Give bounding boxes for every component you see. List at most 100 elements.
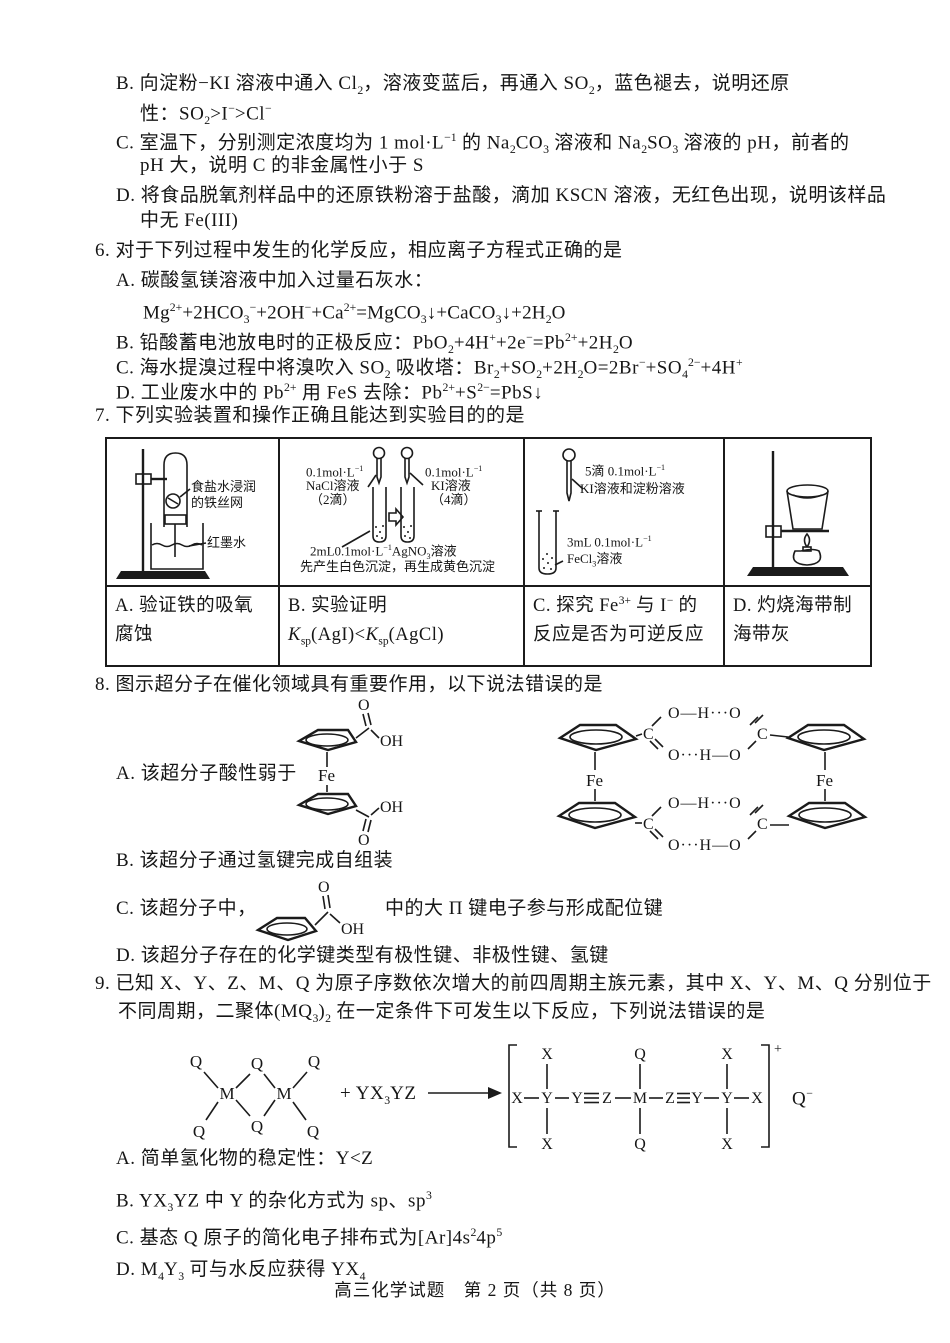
q7-a-label-redink: 红墨水 [207, 535, 247, 550]
q9-option-d: D. M4Y3 可与水反应获得 YX4 [116, 1259, 366, 1283]
q7-caption-b-line1: B. 实验证明 [288, 596, 388, 616]
q8-option-b: B. 该超分子通过氢键完成自组装 [116, 850, 394, 871]
q9-anion: Q− [792, 1087, 813, 1110]
q7-a-label-ironmesh: 的铁丝网 [191, 495, 244, 510]
q7-caption-a: A. 验证铁的吸氧腐蚀 [107, 585, 278, 665]
atom-oh: OH [341, 921, 365, 938]
q7-caption-b: B. 实验证明 Ksp(AgI)<Ksp(AgCl) [278, 585, 523, 665]
q7-a-label-saltwater: 食盐水浸润 [191, 479, 257, 494]
q5-option-c-line2: pH 大，说明 C 的非金属性小于 S [140, 155, 424, 176]
q7-c-label-fecl3: FeCl3溶液 [567, 551, 623, 569]
atom-q: Q [307, 1122, 319, 1141]
atom-x: X [541, 1136, 553, 1153]
q9-option-c: C. 基态 Q 原子的简化电子排布式为[Ar]4s24p5 [116, 1226, 503, 1249]
q7-b-label-conc-left: 0.1mol·L−1 [306, 464, 364, 480]
tube-liquid-dots [542, 553, 553, 570]
q7-b-label-result: 先产生白色沉淀，再生成黄色沉淀 [300, 559, 496, 574]
atom-fe: Fe [586, 771, 603, 790]
atom-m: M [276, 1084, 291, 1103]
q7-b-label-ki: KI溶液 [431, 478, 471, 493]
q7-cell-c-picture: 5滴 0.1mol·L−1 KI溶液和淀粉溶液 3mL 0.1mol·L−1 F… [523, 439, 723, 585]
q9-option-b: B. YX3YZ 中 Y 的杂化方式为 sp、sp3 [116, 1189, 432, 1215]
atom-q: Q [251, 1117, 263, 1136]
q5-option-d-line1: D. 将食品脱氧剂样品中的还原铁粉溶于盐酸，滴加 KSCN 溶液，无红色出现，说… [116, 185, 887, 206]
atom-m: M [633, 1090, 647, 1107]
atom-fe: Fe [318, 766, 335, 785]
reaction-arrow [428, 1087, 502, 1099]
q7-cell-b-picture: 0.1mol·L−1 NaCl溶液 （2滴） 0.1mol·L−1 KI溶液 （… [278, 439, 523, 585]
atom-x: X [541, 1046, 553, 1063]
q9-option-a: A. 简单氢化物的稳定性：Y<Z [116, 1148, 374, 1169]
atom-q: Q [634, 1136, 646, 1153]
atom-x: X [721, 1046, 733, 1063]
q7-b-label-conc-right: 0.1mol·L−1 [425, 464, 483, 480]
hbond-o-ho: O···H—O [668, 837, 742, 854]
q8-option-c-post: 中的大 Π 键电子参与形成配位键 [385, 898, 664, 919]
hollow-arrow-icon [388, 506, 405, 528]
q8-option-a: A. 该超分子酸性弱于 [116, 763, 297, 784]
atom-oh: OH [380, 799, 404, 816]
apparatus-crucible-burner-diagram [747, 451, 849, 576]
atom-c: C [757, 726, 768, 743]
atom-q: Q [308, 1052, 320, 1071]
q5-option-b-line2: 性：SO2>I−>Cl− [140, 102, 272, 128]
q7-c-label-ki-starch: KI溶液和淀粉溶液 [580, 481, 685, 496]
apparatus-iron-corrosion-diagram [116, 449, 210, 579]
hbond-oh-o: O—H···O [668, 795, 742, 812]
product-complex-structure: + X Y Y Z M Z Y Y X X X Q Q X X [508, 1042, 782, 1153]
q7-b-label-2drops: （2滴） [310, 492, 356, 507]
atom-c: C [757, 816, 768, 833]
hbond-oh-o: O—H···O [668, 705, 742, 722]
atom-c: C [643, 726, 654, 743]
atom-o: O [318, 879, 330, 896]
atom-x: X [751, 1090, 763, 1107]
q6-option-c: C. 海水提溴过程中将溴吹入 SO2 吸收塔：Br2+SO2+2H2O=2Br−… [116, 356, 743, 382]
atom-x: X [511, 1090, 523, 1107]
q7-caption-c: C. 探究 Fe3+ 与 I− 的反应是否为可逆反应 [523, 585, 723, 665]
page-footer: 高三化学试题 第 2 页（共 8 页） [334, 1280, 616, 1300]
q7-caption-d: D. 灼烧海带制海带灰 [723, 585, 870, 665]
q7-b-label-nacl: NaCl溶液 [306, 478, 360, 493]
atom-q: Q [634, 1046, 646, 1063]
atom-y: Y [721, 1090, 733, 1107]
atom-o: O [358, 697, 370, 714]
q6-title: 6. 对于下列过程中发生的化学反应，相应离子方程式正确的是 [95, 240, 623, 261]
atom-q: Q [193, 1122, 205, 1141]
q7-title: 7. 下列实验装置和操作正确且能达到实验目的的是 [95, 405, 526, 426]
q8-option-d: D. 该超分子存在的化学键类型有极性键、非极性键、氢键 [116, 945, 609, 966]
q9-title-line2: 不同周期，二聚体(MQ3)2 在一定条件下可发生以下反应，下列说法错误的是 [118, 1001, 766, 1025]
q7-caption-b-line2: Ksp(AgI)<Ksp(AgCl) [288, 624, 445, 648]
q5-option-d-line2: 中无 Fe(III) [140, 210, 239, 231]
q6-option-a: A. 碳酸氢镁溶液中加入过量石灰水： [116, 270, 434, 291]
q7-cell-d-picture [723, 439, 870, 585]
q6-option-d: D. 工业废水中的 Pb2+ 用 FeS 去除：Pb2++S2−=PbS↓ [116, 381, 544, 404]
q5-option-c-line1: C. 室温下，分别测定浓度均为 1 mol·L−1 的 Na2CO3 溶液和 N… [116, 131, 850, 157]
ferrocene-diacid-structure: Fe O OH OH O [296, 697, 404, 847]
atom-q: Q [190, 1052, 202, 1071]
cp-cooh-fragment-structure: O OH [255, 879, 365, 942]
atom-x: X [721, 1136, 733, 1153]
mq3-dimer-structure: M M Q Q Q Q Q Q [190, 1052, 320, 1141]
apparatus-fecl3-ki-diagram [536, 448, 584, 575]
atom-oh: OH [380, 733, 404, 750]
hbond-o-ho: O···H—O [668, 747, 742, 764]
q9-reagent: + YX3YZ [340, 1083, 417, 1107]
q7-c-label-3ml: 3mL 0.1mol·L−1 [567, 534, 652, 550]
q7-c-label-5drops: 5滴 0.1mol·L−1 [585, 463, 666, 479]
q7-b-label-agno3: 2mL0.1mol·L−1AgNO3溶液 [310, 543, 457, 561]
supramolecule-dimer-structure: Fe Fe C C O—H···O O···H—O C C O—H···O O·… [556, 705, 868, 854]
q8-title: 8. 图示超分子在催化领域具有重要作用，以下说法错误的是 [95, 674, 604, 695]
atom-o: O [358, 832, 370, 847]
atom-c: C [643, 816, 654, 833]
q7-table: 食盐水浸润 的铁丝网 红墨水 [105, 437, 872, 667]
atom-y: Y [691, 1090, 703, 1107]
tube-liquid-dots [375, 525, 412, 539]
q8-option-c-pre: C. 该超分子中， [116, 898, 257, 919]
q6-option-a-equation: Mg2++2HCO3−+2OH−+Ca2+=MgCO3↓+CaCO3↓+2H2O [143, 301, 566, 327]
q9-title-line1: 9. 已知 X、Y、Z、M、Q 为原子序数依次增大的前四周期主族元素，其中 X、… [95, 973, 932, 994]
atom-z: Z [602, 1090, 612, 1107]
atom-q: Q [251, 1054, 263, 1073]
atom-z: Z [665, 1090, 675, 1107]
apparatus-precipitation-diagram [341, 446, 424, 548]
